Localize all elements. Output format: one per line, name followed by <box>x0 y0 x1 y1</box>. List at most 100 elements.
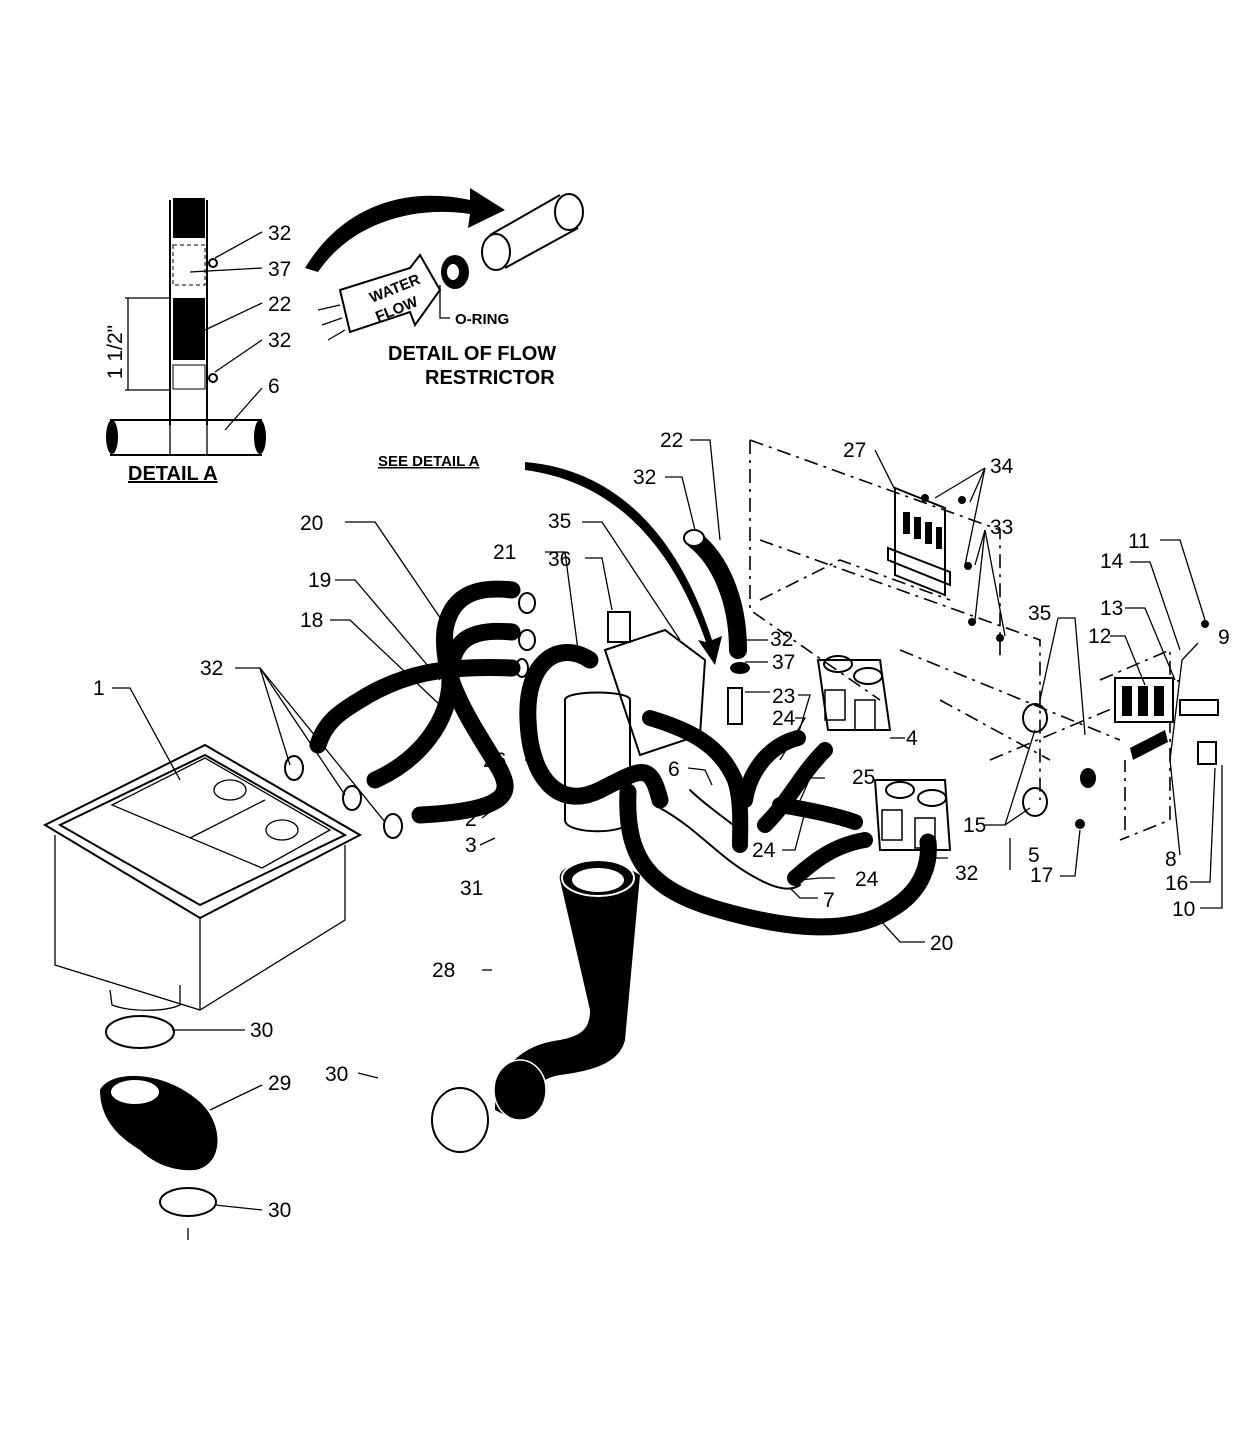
hose-26 <box>519 644 669 809</box>
callout-32-mid: 32 <box>770 628 793 651</box>
callout-37: 37 <box>772 651 795 674</box>
hose-24-b <box>757 742 833 833</box>
leader-lines <box>112 439 1223 1211</box>
fitting-9 <box>1179 699 1219 716</box>
callout-4: 4 <box>906 727 918 750</box>
valve-4 <box>816 655 892 731</box>
ring-30-a <box>105 1015 175 1049</box>
tub-1 <box>42 743 363 1011</box>
callout-10: 10 <box>1172 898 1195 921</box>
callout-20-upper: 20 <box>300 512 323 535</box>
callout-5: 5 <box>1028 844 1040 867</box>
callout-22: 22 <box>660 429 683 452</box>
callout-2: 2 <box>465 808 477 831</box>
callout-26: 26 <box>483 749 506 772</box>
hose-22 <box>686 531 747 659</box>
detail-arrow <box>305 188 505 272</box>
oring-label: O-RING <box>455 311 509 328</box>
detail-a-caption: DETAIL A <box>128 463 218 485</box>
callout-14: 14 <box>1100 550 1124 573</box>
callout-21: 21 <box>493 541 516 564</box>
fitting-8 <box>1130 730 1168 760</box>
callout-20-lower: 20 <box>930 932 953 955</box>
right-parts <box>1022 620 1219 829</box>
lower-parts <box>100 859 640 1240</box>
callout-24-a: 24 <box>772 707 796 730</box>
callout-24-c: 24 <box>855 868 879 891</box>
callout-35-b: 35 <box>1028 602 1051 625</box>
detail-a-callout-22: 22 <box>268 293 291 316</box>
screw-33-c <box>996 634 1004 642</box>
hose-18 <box>309 659 521 754</box>
restrictor-insert <box>172 244 206 286</box>
callout-19: 19 <box>308 569 331 592</box>
screw-33-b <box>968 618 976 626</box>
callout-1: 1 <box>93 677 105 700</box>
hose-section-top <box>173 198 205 238</box>
callout-9: 9 <box>1218 626 1230 649</box>
restrictor-tube <box>489 194 579 269</box>
hoses <box>309 529 937 936</box>
callout-13: 13 <box>1100 597 1123 620</box>
callout-34: 34 <box>990 455 1014 478</box>
hose-24-c <box>787 832 873 886</box>
hose-28 <box>495 862 640 1120</box>
hose-section-mid <box>173 298 205 360</box>
callout-32-valve: 32 <box>955 862 978 885</box>
detail-a-callout-32-bottom: 32 <box>268 329 291 352</box>
cap-36 <box>607 611 631 643</box>
callout-30-b: 30 <box>325 1063 348 1086</box>
callout-31: 31 <box>460 877 483 900</box>
callout-25: 25 <box>852 766 875 789</box>
water-flow-arrow <box>338 253 442 334</box>
clamp-32-bottom <box>208 373 218 383</box>
detail-a: 1 1/2" 32 37 22 32 6 DETAIL A <box>104 198 291 485</box>
detail-a-callout-32-top: 32 <box>268 222 291 245</box>
detail-a-callout-6: 6 <box>268 375 280 398</box>
manifold-21 <box>564 611 750 833</box>
bracket-27 <box>887 486 1004 642</box>
callout-32-top: 32 <box>633 466 656 489</box>
plug-17 <box>1075 819 1085 829</box>
hose-25 <box>772 797 863 830</box>
see-detail-a-label: SEE DETAIL A <box>378 453 480 470</box>
hose-19 <box>366 622 521 789</box>
callout-11: 11 <box>1128 530 1150 553</box>
flow-restrictor-caption-1: DETAIL OF FLOW <box>388 343 556 365</box>
callout-3: 3 <box>465 834 477 857</box>
callout-36: 36 <box>548 548 571 571</box>
callout-30-a: 30 <box>250 1019 273 1042</box>
clamps <box>284 592 536 839</box>
callout-6: 6 <box>668 758 680 781</box>
callout-17: 17 <box>1030 864 1053 887</box>
callout-27: 27 <box>843 439 866 462</box>
callout-35-a: 35 <box>548 510 571 533</box>
callout-24-b: 24 <box>752 839 776 862</box>
pipe-7 <box>659 807 801 890</box>
callouts: 1 2 3 4 5 6 7 8 9 10 11 12 13 14 15 16 1… <box>93 429 1230 1222</box>
hose-24-a <box>737 730 806 808</box>
pipe-6 <box>110 419 262 456</box>
grommet-15-a <box>1022 703 1048 733</box>
callout-29: 29 <box>268 1072 291 1095</box>
callout-16: 16 <box>1165 872 1188 895</box>
dimension-label: 1 1/2" <box>104 325 127 379</box>
hose-20-lower <box>619 783 937 936</box>
ring-30-b <box>159 1187 217 1217</box>
callout-33: 33 <box>990 516 1013 539</box>
screw-34-b <box>958 496 966 504</box>
screw-34-a <box>921 494 929 502</box>
see-detail-arrow <box>525 462 722 665</box>
callout-28: 28 <box>432 959 455 982</box>
callout-30-c: 30 <box>268 1199 291 1222</box>
screw-11 <box>1201 620 1209 628</box>
callout-8: 8 <box>1165 848 1177 871</box>
tube-end <box>172 364 206 390</box>
callout-12: 12 <box>1088 625 1111 648</box>
valve-5 <box>873 779 952 851</box>
hose-20-upper <box>411 580 521 824</box>
callout-32-tub: 32 <box>200 657 223 680</box>
fitting-10 <box>1197 741 1217 765</box>
hose-23 <box>642 710 749 853</box>
